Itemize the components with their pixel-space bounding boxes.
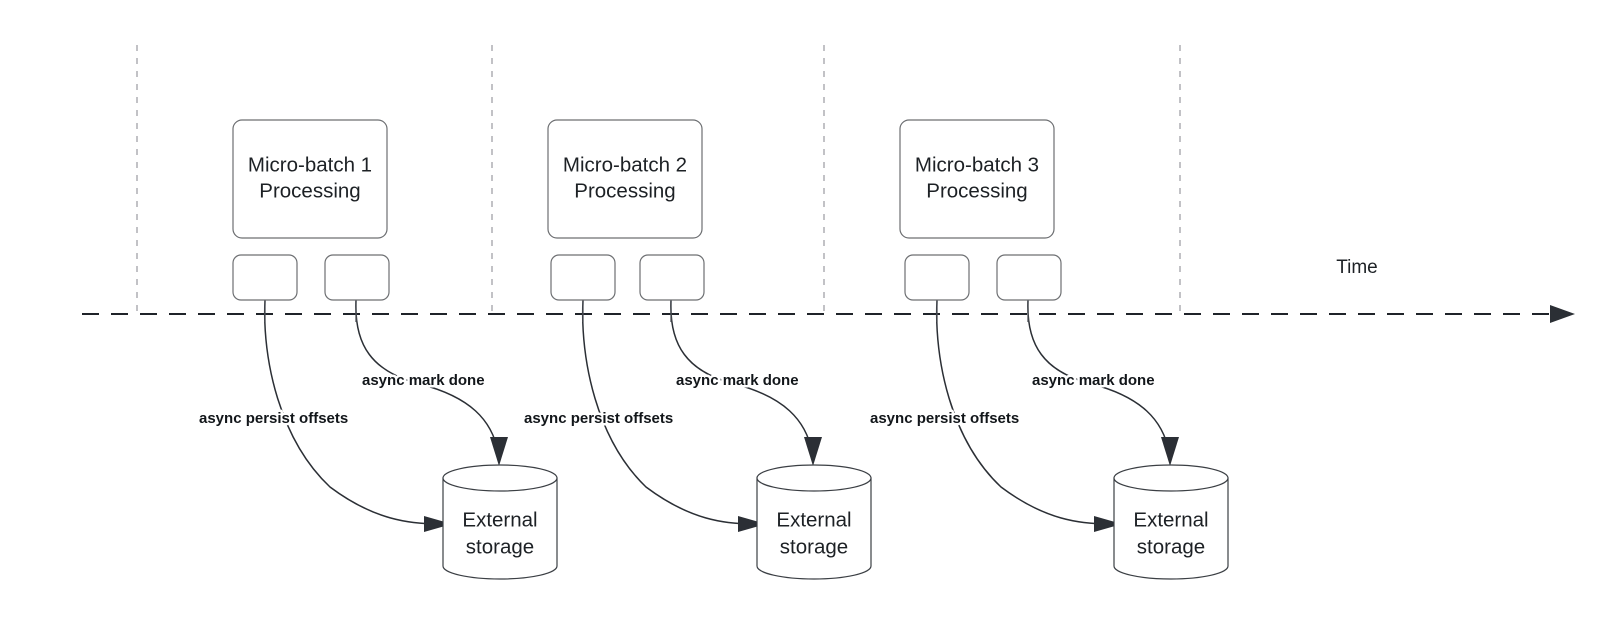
edge-arrowhead-persist-offsets-2 bbox=[738, 516, 766, 532]
edge-label-mark-done-halo-1: async mark done bbox=[362, 372, 485, 389]
cylinder-body-1 bbox=[442, 477, 558, 580]
micro-batch-box-3[interactable] bbox=[899, 119, 1055, 239]
micro-batch-box-2[interactable] bbox=[547, 119, 703, 239]
micro-batch-label-line1-3: Micro-batch 3 bbox=[915, 153, 1039, 176]
edge-curve-persist-offsets-3 bbox=[935, 299, 1111, 525]
external-storage-label-line2-2: storage bbox=[780, 535, 848, 558]
task-box-left-3[interactable] bbox=[904, 254, 970, 301]
edge-arrowhead-persist-offsets-1 bbox=[424, 516, 452, 532]
group-2: Micro-batch 2 Processing External storag… bbox=[522, 119, 872, 580]
external-storage-cylinder-3[interactable]: External storage bbox=[1113, 464, 1229, 580]
edge-label-persist-offsets-halo-2: async persist offsets bbox=[524, 410, 673, 427]
edge-label-mark-done-2: async mark done bbox=[676, 372, 799, 389]
micro-batch-label-line1-1: Micro-batch 1 bbox=[248, 153, 372, 176]
edge-curve-mark-done-2 bbox=[670, 299, 813, 453]
edge-label-persist-offsets-2: async persist offsets bbox=[524, 410, 673, 427]
external-storage-label-line2-3: storage bbox=[1137, 535, 1205, 558]
edge-label-mark-done-1: async mark done bbox=[362, 372, 485, 389]
edge-label-persist-offsets-halo-3: async persist offsets bbox=[870, 410, 1019, 427]
edge-arrowhead-mark-done-3 bbox=[1161, 437, 1179, 466]
edge-arrowhead-mark-done-1 bbox=[490, 437, 508, 466]
edge-label-persist-offsets-3: async persist offsets bbox=[870, 410, 1019, 427]
task-box-left-2[interactable] bbox=[550, 254, 616, 301]
edge-label-persist-offsets-1: async persist offsets bbox=[199, 410, 348, 427]
external-storage-cylinder-1[interactable]: External storage bbox=[442, 464, 558, 580]
edge-label-persist-offsets-halo-1: async persist offsets bbox=[199, 410, 348, 427]
micro-batch-box-1[interactable] bbox=[232, 119, 388, 239]
task-box-right-1[interactable] bbox=[324, 254, 390, 301]
external-storage-label-line1-1: External bbox=[462, 508, 537, 531]
micro-batch-label-line1-2: Micro-batch 2 bbox=[563, 153, 687, 176]
time-axis: Time bbox=[82, 257, 1575, 323]
group-3: Micro-batch 3 Processing External storag… bbox=[868, 119, 1229, 580]
tick-lines bbox=[136, 45, 1181, 316]
edge-label-mark-done-halo-3: async mark done bbox=[1032, 372, 1155, 389]
micro-batch-label-line2-2: Processing bbox=[574, 179, 675, 202]
edge-label-mark-done-3: async mark done bbox=[1032, 372, 1155, 389]
task-box-right-2[interactable] bbox=[639, 254, 705, 301]
edge-label-mark-done-halo-2: async mark done bbox=[676, 372, 799, 389]
external-storage-label-line2-1: storage bbox=[466, 535, 534, 558]
external-storage-label-line1-2: External bbox=[776, 508, 851, 531]
group-1: Micro-batch 1 Processing External storag… bbox=[197, 119, 558, 580]
cylinder-top-1 bbox=[442, 464, 558, 492]
task-box-left-1[interactable] bbox=[232, 254, 298, 301]
task-box-right-3[interactable] bbox=[996, 254, 1062, 301]
micro-batch-label-line2-3: Processing bbox=[926, 179, 1027, 202]
external-storage-cylinder-2[interactable]: External storage bbox=[756, 464, 872, 580]
micro-batch-label-line2-1: Processing bbox=[259, 179, 360, 202]
cylinder-top-3 bbox=[1113, 464, 1229, 492]
cylinder-top-2 bbox=[756, 464, 872, 492]
external-storage-label-line1-3: External bbox=[1133, 508, 1208, 531]
cylinder-body-3 bbox=[1113, 477, 1229, 580]
edge-curve-persist-offsets-2 bbox=[581, 299, 755, 525]
edge-arrowhead-persist-offsets-3 bbox=[1094, 516, 1122, 532]
edge-curve-persist-offsets-1 bbox=[263, 299, 441, 525]
time-axis-arrowhead bbox=[1550, 305, 1575, 323]
time-axis-label: Time bbox=[1336, 257, 1378, 278]
cylinder-body-2 bbox=[756, 477, 872, 580]
edge-arrowhead-mark-done-2 bbox=[804, 437, 822, 466]
edge-curve-mark-done-1 bbox=[355, 299, 499, 453]
edge-curve-mark-done-3 bbox=[1027, 299, 1170, 453]
